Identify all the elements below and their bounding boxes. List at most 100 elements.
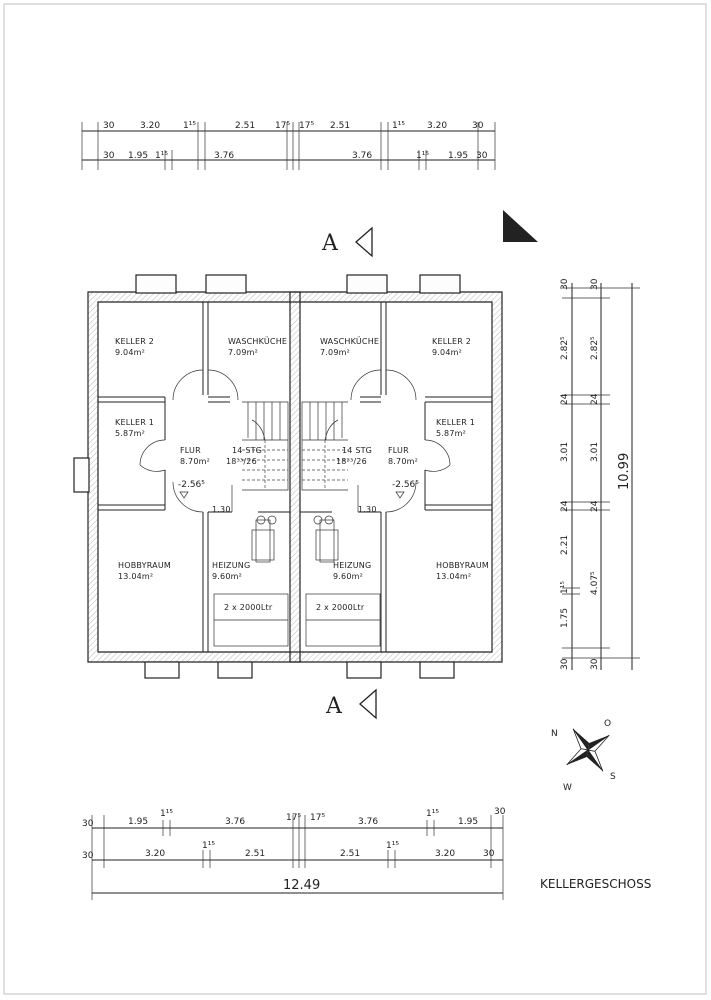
compass-label-o: O <box>604 719 611 729</box>
dim-text: 3.76 <box>214 151 234 161</box>
room-area-heizung-left: 9.60m² <box>212 572 242 581</box>
dim-text: 1.95 <box>458 817 478 827</box>
bottom-dimension-chain: 30 1.95 1¹⁵ 3.76 17⁵ 17⁵ 3.76 1¹⁵ 1.95 3… <box>82 807 506 900</box>
dim-text: 2.51 <box>340 849 360 859</box>
dim-text: 24 <box>560 500 570 512</box>
room-name-keller2-left: KELLER 2 <box>115 337 154 346</box>
dim-text: 30 <box>494 807 506 817</box>
room-name-heizung-left: HEIZUNG <box>212 561 250 570</box>
room-area-flur-left: 8.70m² <box>180 457 210 466</box>
room-area-heizung-right: 9.60m² <box>333 572 363 581</box>
room-area-hobbyraum-left: 13.04m² <box>118 572 153 581</box>
tank-label-right: 2 x 2000Ltr <box>316 603 365 612</box>
dim-text: 3.76 <box>225 817 245 827</box>
dim-text: 2.82⁵ <box>590 336 600 360</box>
dim-text: 1.95 <box>128 817 148 827</box>
dim-text: 1¹⁵ <box>160 809 173 819</box>
stairs-ratio-left: 18³³/26 <box>226 457 257 466</box>
dim-text: 30 <box>560 658 570 670</box>
dim-text: 30 <box>560 278 570 290</box>
dim-text: 2.51 <box>235 121 255 131</box>
door-width-right: 1.30 <box>358 505 377 514</box>
dim-text: 1¹⁵ <box>560 581 570 594</box>
dim-text: 17⁵ <box>299 121 314 131</box>
room-name-flur-right: FLUR <box>388 446 409 455</box>
dim-text: 3.76 <box>358 817 378 827</box>
dim-text: 24 <box>590 500 600 512</box>
boiler-left <box>255 519 271 563</box>
compass-label-s: S <box>610 772 616 782</box>
section-marker-top: A <box>321 231 339 256</box>
door-width-left: 1.30 <box>212 505 231 514</box>
level-flur-right: -2.56⁵ <box>392 480 419 490</box>
tank-label-left: 2 x 2000Ltr <box>224 603 273 612</box>
dim-text: 3.20 <box>435 849 455 859</box>
dim-text: 24 <box>590 393 600 405</box>
dim-text: 1.95 <box>128 151 148 161</box>
dim-text: 3.20 <box>427 121 447 131</box>
dim-text: 30 <box>82 819 94 829</box>
boiler-right <box>319 519 335 563</box>
stairs-count-right: 14 STG <box>342 446 372 455</box>
dim-text: 30 <box>590 278 600 290</box>
dim-text: 3.20 <box>140 121 160 131</box>
dim-text: 1¹⁵ <box>392 121 405 131</box>
dim-text: 3.76 <box>352 151 372 161</box>
room-name-waschkueche-right: WASCHKÜCHE <box>320 336 379 346</box>
room-area-waschkueche-left: 7.09m² <box>228 348 258 357</box>
dim-text: 1.75 <box>560 608 570 628</box>
section-arrow-icon <box>359 688 377 720</box>
dim-text: 30 <box>103 151 115 161</box>
dim-text: 3.01 <box>560 442 570 462</box>
dim-text: 2.21 <box>560 535 570 555</box>
dim-text: 4.07⁵ <box>590 571 600 595</box>
room-name-hobbyraum-right: HOBBYRAUM <box>436 561 489 570</box>
room-labels-left: KELLER 2 9.04m² WASCHKÜCHE 7.09m² KELLER… <box>115 336 287 612</box>
room-name-waschkueche-left: WASCHKÜCHE <box>228 336 287 346</box>
stairs-ratio-right: 18³³/26 <box>336 457 367 466</box>
room-area-keller1-left: 5.87m² <box>115 429 145 438</box>
dim-text: 30 <box>590 658 600 670</box>
dim-text: 2.51 <box>330 121 350 131</box>
dim-text: 30 <box>103 121 115 131</box>
section-arrow-icon <box>355 226 373 258</box>
section-marker-bottom: A <box>325 694 343 719</box>
dim-text: 2.51 <box>245 849 265 859</box>
dim-text: 3.01 <box>590 442 600 462</box>
staircase-right <box>301 401 348 491</box>
room-name-heizung-right: HEIZUNG <box>333 561 371 570</box>
room-name-hobbyraum-left: HOBBYRAUM <box>118 561 171 570</box>
room-labels-right: KELLER 2 9.04m² WASCHKÜCHE 7.09m² KELLER… <box>316 336 489 612</box>
room-area-keller2-left: 9.04m² <box>115 348 145 357</box>
dim-total-height: 10.99 <box>617 453 632 490</box>
dim-text: 30 <box>472 121 484 131</box>
dim-text: 30 <box>483 849 495 859</box>
room-area-keller2-right: 9.04m² <box>432 348 462 357</box>
room-area-keller1-right: 5.87m² <box>436 429 466 438</box>
dim-text: 17⁵ <box>286 813 301 823</box>
dim-text: 30 <box>476 151 488 161</box>
room-name-flur-left: FLUR <box>180 446 201 455</box>
dim-text: 1.95 <box>448 151 468 161</box>
dim-text: 3.20 <box>145 849 165 859</box>
dim-text: 1¹⁵ <box>416 151 429 161</box>
dim-text: 1¹⁵ <box>155 151 168 161</box>
page-frame <box>3 3 707 995</box>
room-area-flur-right: 8.70m² <box>388 457 418 466</box>
compass-label-n: N <box>551 729 558 739</box>
drawing-title: KELLERGESCHOSS <box>540 877 651 891</box>
dim-text: 24 <box>560 393 570 405</box>
dim-total-width: 12.49 <box>283 878 320 893</box>
room-name-keller2-right: KELLER 2 <box>432 337 471 346</box>
stairs-count-left: 14 STG <box>232 446 262 455</box>
room-name-keller1-left: KELLER 1 <box>115 418 154 427</box>
dim-text: 30 <box>82 851 94 861</box>
staircase-left <box>242 401 289 491</box>
dim-text: 1¹⁵ <box>386 841 399 851</box>
dim-text: 17⁵ <box>310 813 325 823</box>
dim-text: 2.82⁵ <box>560 336 570 360</box>
room-area-hobbyraum-right: 13.04m² <box>436 572 471 581</box>
right-dimension-chain: 30 2.82⁵ 24 3.01 24 2.21 1¹⁵ 1.75 30 30 … <box>560 278 640 670</box>
dim-text: 1¹⁵ <box>202 841 215 851</box>
